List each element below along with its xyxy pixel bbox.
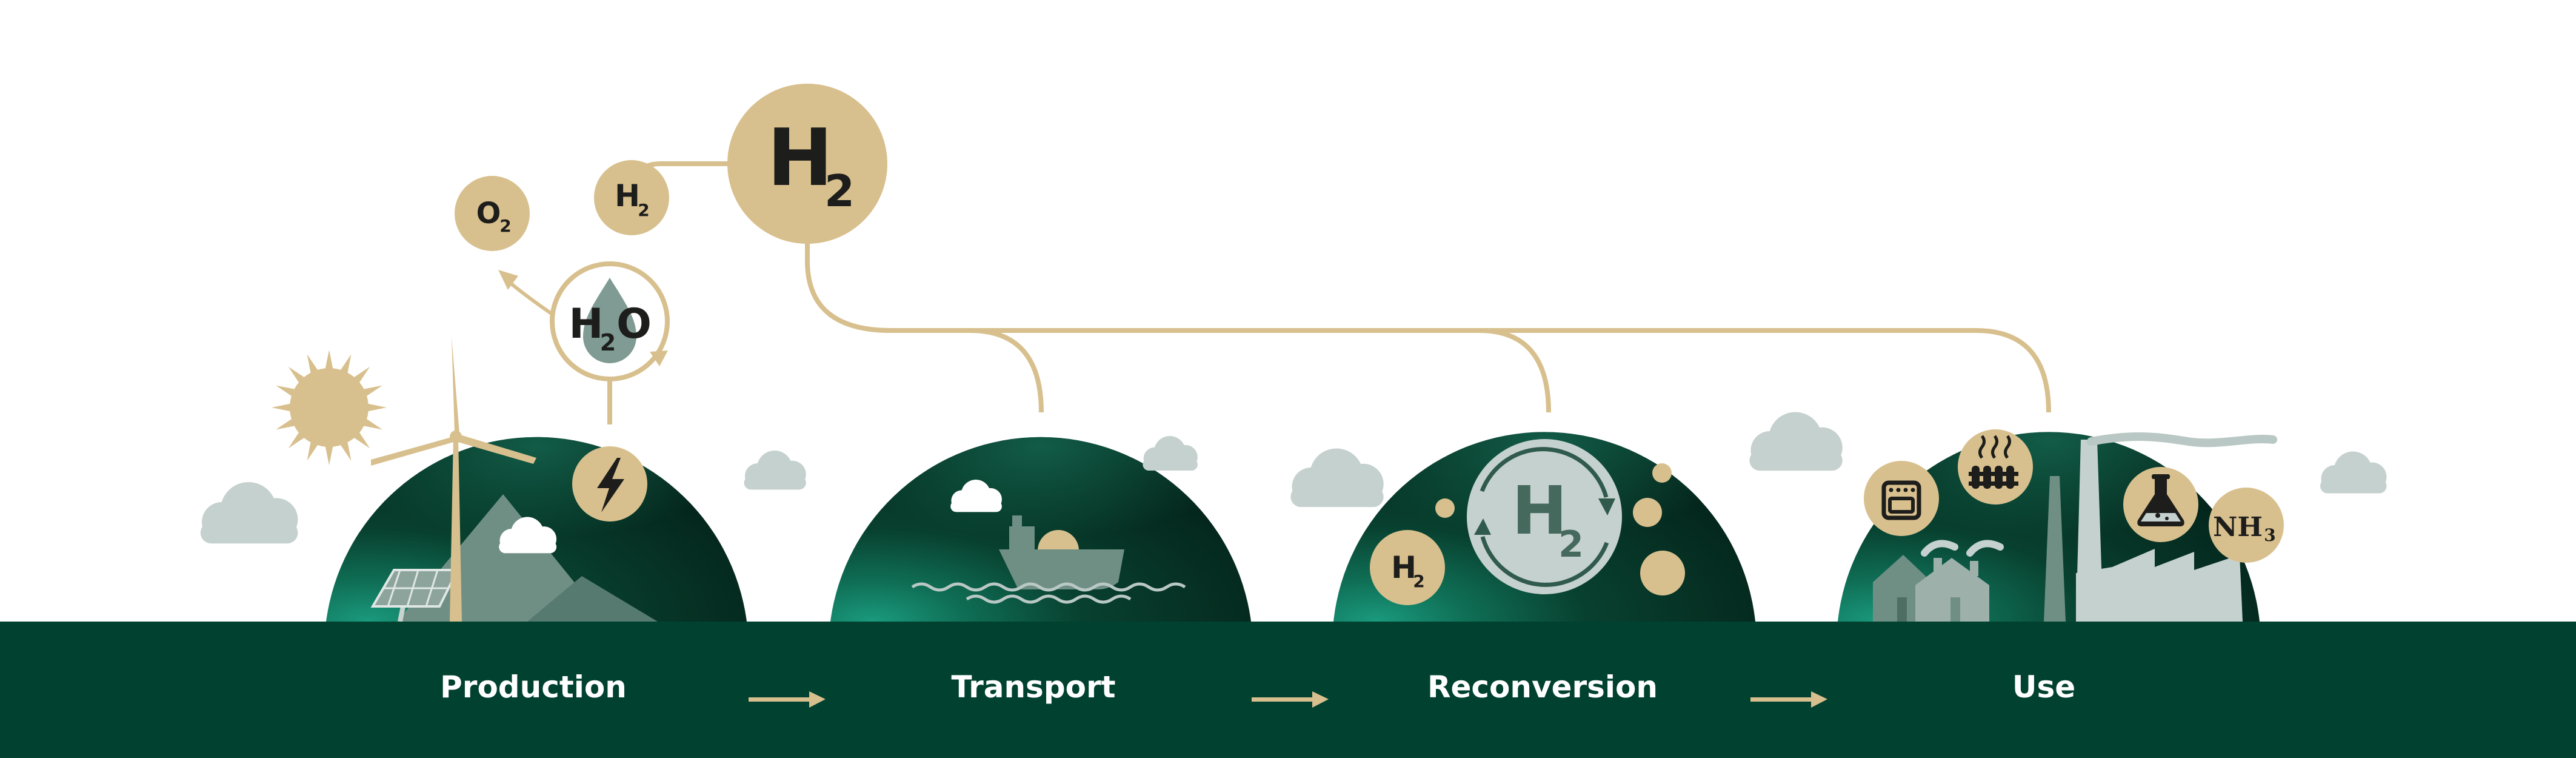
- cycle-arrows-icon: [1474, 518, 1491, 535]
- stage-label-use: Use: [2012, 669, 2075, 705]
- mountain-icon: [527, 576, 658, 622]
- reconversion-scene: H 2 H 2: [1370, 439, 1685, 605]
- house-icon: [1873, 540, 2004, 622]
- cloud-icon: [200, 482, 298, 544]
- sun-ray: [366, 403, 387, 412]
- sun-ray: [272, 403, 292, 412]
- solar-panel-icon: [370, 569, 460, 622]
- sun-ray: [307, 440, 319, 461]
- flask-icon: [2123, 467, 2198, 542]
- stage-label-reconversion: Reconversion: [1427, 669, 1658, 705]
- ground-band: [0, 622, 2576, 758]
- cloud-icon: [1749, 412, 1843, 471]
- connector-h2-to-transport: [805, 240, 1044, 413]
- bubble-icon: [1652, 463, 1672, 483]
- bubble-icon: [1640, 551, 1685, 595]
- o2-subscript: 2: [499, 216, 511, 236]
- h2-small-label: H: [615, 178, 640, 213]
- water-label-sub: 2: [600, 329, 616, 356]
- arrow-head-water-cycle: [650, 350, 668, 366]
- h2-big-subscript: 2: [824, 166, 855, 216]
- sun-ray: [276, 418, 296, 430]
- sun-ray: [307, 354, 319, 375]
- ship-icon: [999, 515, 1124, 589]
- svg-text:2: 2: [1413, 571, 1424, 591]
- oven-icon: [1864, 461, 1939, 536]
- water-label-o: O: [616, 300, 652, 348]
- sun-ray: [362, 385, 382, 397]
- water-label-h: H: [569, 300, 604, 348]
- bubble-icon: [1435, 498, 1455, 518]
- lightning-icon: [572, 446, 647, 522]
- sun-ray: [362, 418, 382, 430]
- o2-label: O: [476, 196, 501, 230]
- cloud-icon: [2320, 451, 2387, 494]
- cloud-icon: [1143, 436, 1198, 471]
- use-scene: NH 3: [1864, 429, 2284, 622]
- mountain-icon: [397, 494, 606, 622]
- ammonia-label: NH: [2213, 512, 2263, 543]
- sun-ray: [276, 385, 296, 397]
- stage-label-production: Production: [440, 669, 627, 705]
- cloud-icon: [744, 451, 806, 490]
- ammonia-subscript: 3: [2264, 525, 2275, 545]
- radiator-icon: [1958, 429, 2033, 505]
- sun-ray: [339, 354, 352, 375]
- cycle-arrows-icon: [1480, 447, 1609, 587]
- ammonia-bubble: NH 3: [2209, 488, 2284, 563]
- h2-big-molecule: H 2: [727, 84, 887, 244]
- reconversion-h2-sub: 2: [1558, 523, 1584, 566]
- svg-text:H: H: [1391, 550, 1416, 585]
- sun-ray: [339, 440, 352, 461]
- dome-transport: [830, 437, 1251, 622]
- factory-icon: [2076, 432, 2277, 622]
- reconversion-h2-base: H: [1512, 472, 1567, 549]
- wind-turbine-icon: [371, 337, 536, 622]
- cloud-icon: [1290, 448, 1384, 508]
- sun-ray: [325, 350, 333, 371]
- water-molecule: H 2 O: [550, 261, 670, 381]
- connector-main-line: [970, 328, 2051, 413]
- h2-small-molecule: H 2: [594, 160, 669, 235]
- sun-icon: [272, 350, 387, 465]
- h2-big-label: H: [767, 112, 833, 204]
- o2-molecule: O 2: [455, 176, 530, 251]
- h2-small-subscript: 2: [638, 200, 649, 220]
- transport-scene: [911, 480, 1186, 604]
- water-cycle-arrows: [508, 280, 555, 317]
- arrow-right-icon: [1750, 691, 1827, 708]
- arrow-right-icon: [1252, 691, 1329, 708]
- stage-label-transport: Transport: [951, 669, 1115, 705]
- cycle-arrows-icon: [1598, 498, 1615, 515]
- connector-to-reconversion: [1478, 328, 1551, 413]
- sun-ray: [325, 444, 333, 465]
- water-drop-icon: [583, 278, 636, 363]
- bubble-icon: [1633, 498, 1662, 527]
- chimney-icon: [2044, 476, 2066, 622]
- arrow-head-to-o2: [498, 270, 518, 290]
- reconversion-small-h2-bubble: H 2: [1370, 530, 1445, 605]
- waves-icon: [911, 582, 1186, 604]
- arrow-right-icon: [749, 691, 826, 708]
- production-scene: [272, 337, 658, 622]
